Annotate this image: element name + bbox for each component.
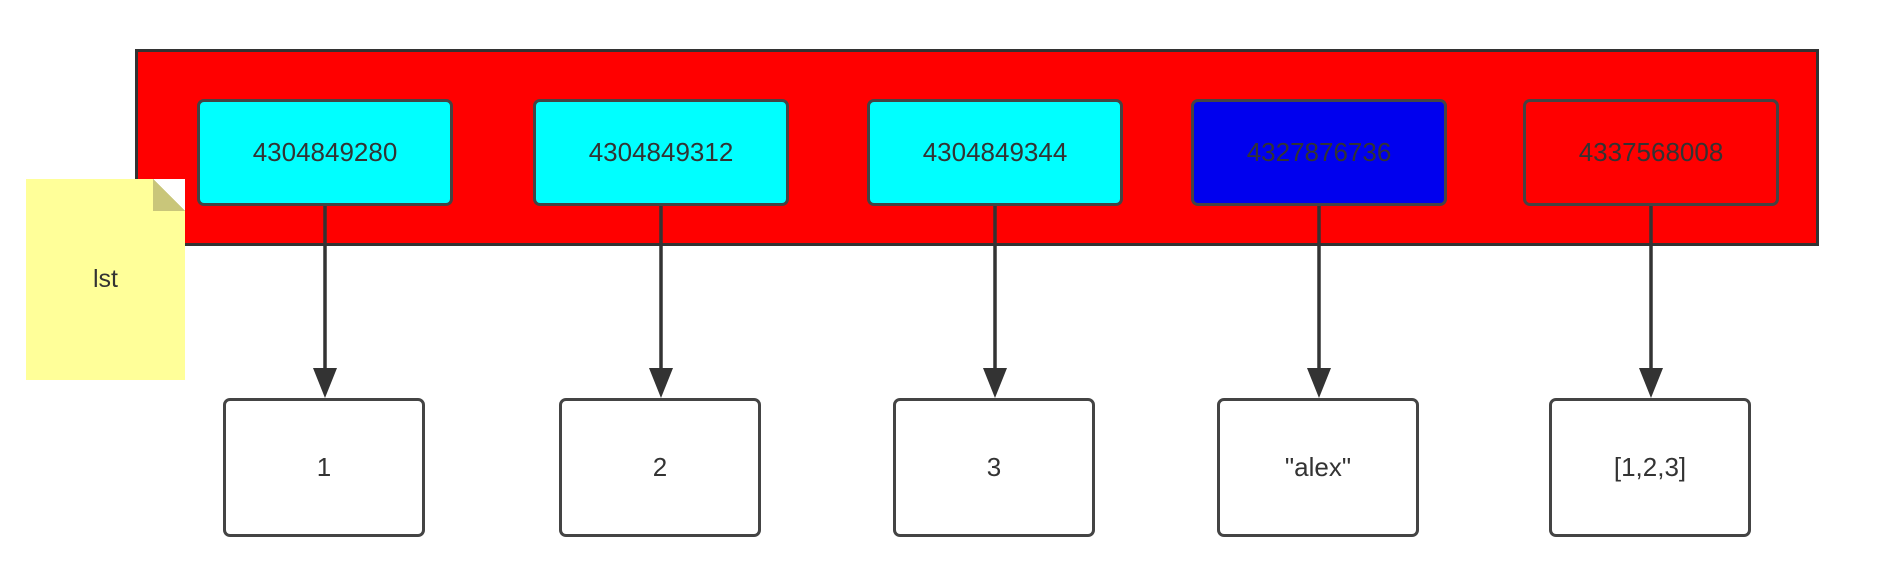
address-label-2: 4304849344 (922, 137, 1068, 167)
value-label-3: "alex" (1284, 452, 1352, 482)
value-box-0: 1 (223, 398, 425, 537)
value-label-1: 2 (652, 452, 668, 482)
address-label-3: 4327876736 (1246, 137, 1392, 167)
value-box-3: "alex" (1217, 398, 1419, 537)
arrow-0 (313, 206, 337, 398)
value-label-0: 1 (316, 452, 332, 482)
value-box-2: 3 (893, 398, 1095, 537)
variable-name-label: lst (93, 265, 118, 293)
address-box-3: 4327876736 (1191, 99, 1447, 206)
arrow-3 (1307, 206, 1331, 398)
arrow-2 (983, 206, 1007, 398)
address-label-4: 4337568008 (1578, 137, 1724, 167)
address-box-2: 4304849344 (867, 99, 1123, 206)
address-label-0: 4304849280 (252, 137, 398, 167)
value-label-2: 3 (986, 452, 1002, 482)
arrow-4 (1639, 206, 1663, 398)
note-fold-corner-icon (153, 179, 185, 211)
variable-note-lst: lst (26, 179, 185, 380)
arrow-1 (649, 206, 673, 398)
address-label-1: 4304849312 (588, 137, 734, 167)
address-box-0: 4304849280 (197, 99, 453, 206)
value-box-4: [1,2,3] (1549, 398, 1751, 537)
value-box-1: 2 (559, 398, 761, 537)
address-box-1: 4304849312 (533, 99, 789, 206)
value-label-4: [1,2,3] (1613, 452, 1687, 482)
address-box-4: 4337568008 (1523, 99, 1779, 206)
